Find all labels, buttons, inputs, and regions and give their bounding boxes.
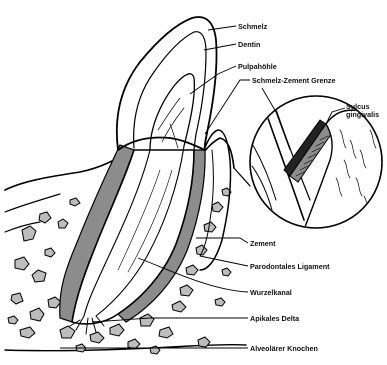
label-zement: Zement [250, 239, 276, 248]
label-schmelz: Schmelz [238, 22, 268, 31]
label-wurzelkanal: Wurzelkanal [250, 288, 292, 297]
tooth [60, 17, 231, 334]
crown-enamel [117, 17, 217, 150]
label-parodontales-ligament: Parodontales Ligament [250, 262, 330, 271]
label-schmelz-zement-grenze: Schmelz-Zement Grenze [252, 76, 335, 85]
label-gingivalis: gingivalis [346, 110, 379, 119]
label-dentin: Dentin [238, 40, 260, 49]
label-pulpahoehle: Pulpahöhle [238, 62, 277, 71]
periodontal-ligament-band [60, 145, 134, 322]
label-alveolaerer-knochen: Alveolärer Knochen [250, 344, 318, 353]
label-apikales-delta: Apikales Delta [250, 314, 300, 323]
